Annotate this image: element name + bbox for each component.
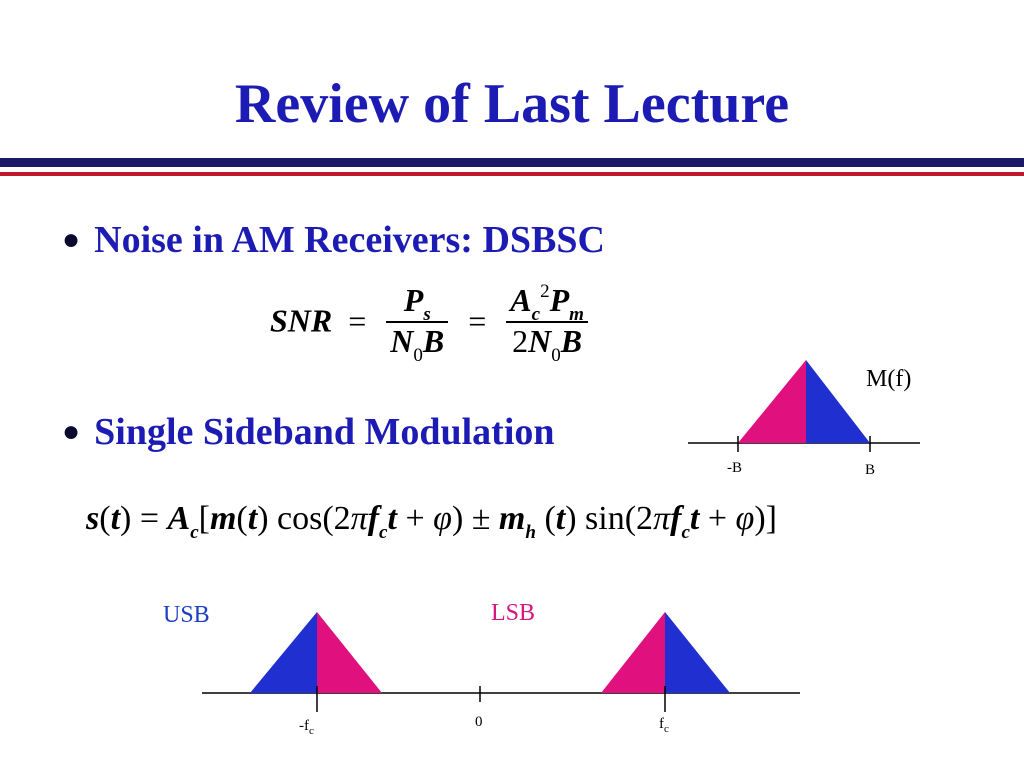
- tick-label-neg-fc: -fc: [299, 718, 314, 737]
- snr-equation: SNR = Ps N0B = Ac2Pm 2N0B: [270, 281, 592, 366]
- equals-sign: =: [468, 302, 487, 339]
- snr-fraction-2: Ac2Pm 2N0B: [506, 281, 588, 366]
- tick-label-pos-fc: fc: [659, 716, 669, 735]
- tick-label-neg-b: -B: [727, 460, 742, 476]
- baseband-label: M(f): [866, 366, 912, 392]
- slide-title: Review of Last Lecture: [234, 73, 790, 135]
- snr-fraction-1: Ps N0B: [386, 282, 449, 366]
- bullet-dot-icon: ●: [62, 223, 81, 256]
- bullet-text: Single Sideband Modulation: [94, 411, 555, 453]
- lsb-right-blue: [665, 612, 730, 693]
- equals-sign: =: [348, 302, 367, 339]
- bullet-ssb: ● Single Sideband Modulation: [62, 410, 555, 454]
- bullet-text: Noise in AM Receivers: DSBSC: [94, 219, 605, 261]
- lsb-label: LSB: [491, 600, 536, 626]
- title-rule-navy: [0, 158, 1024, 167]
- baseband-left-half: [738, 360, 806, 443]
- title-rule-red: [0, 172, 1024, 176]
- tick-label-zero: 0: [475, 714, 483, 730]
- usb-label: USB: [163, 602, 210, 628]
- baseband-right-half: [806, 360, 870, 443]
- ssb-equation: s(t) = Ac[m(t) cos(2πfct + φ) ± mh (t) s…: [86, 500, 777, 543]
- usb-left-blue: [250, 612, 317, 693]
- usb-left-pink: [317, 612, 382, 693]
- tick-label-pos-b: B: [865, 462, 876, 478]
- bullet-dot-icon: ●: [62, 415, 81, 448]
- snr-lhs: SNR: [270, 302, 333, 339]
- lsb-right-pink: [601, 612, 665, 693]
- bullet-noise-am: ● Noise in AM Receivers: DSBSC: [62, 218, 605, 262]
